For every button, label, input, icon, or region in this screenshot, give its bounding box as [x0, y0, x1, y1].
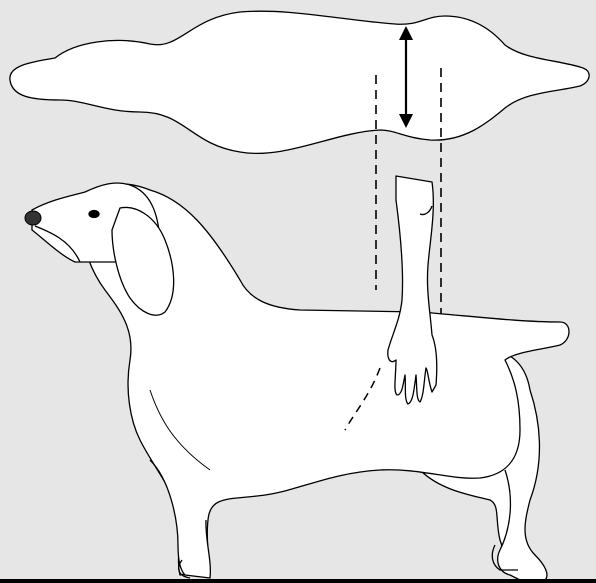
body-cross-section-icon [10, 11, 589, 153]
spaniel-dog-side-view-icon [32, 183, 569, 580]
ground-line [0, 579, 596, 583]
human-arm-hand-icon [388, 176, 437, 404]
dog-nose [25, 211, 41, 225]
